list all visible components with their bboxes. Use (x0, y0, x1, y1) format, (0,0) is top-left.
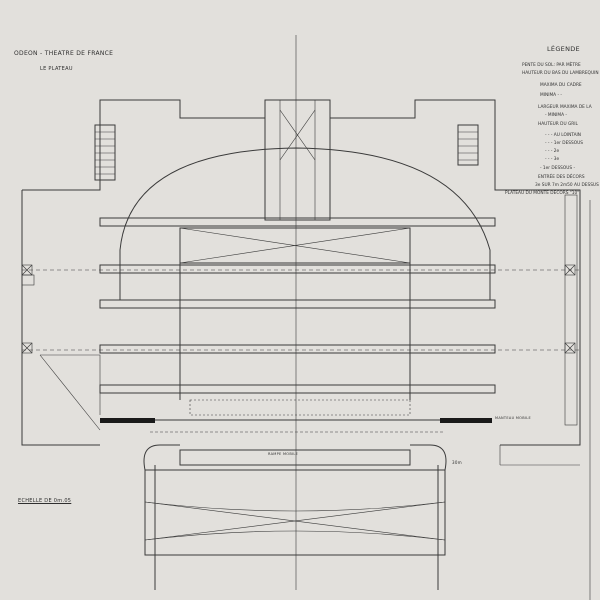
stage-arch (119, 147, 491, 300)
legend-line: ENTRÉE DES DÉCORS (538, 175, 585, 180)
dimension-label: 30m (452, 460, 462, 465)
legend-line: PENTE DU SOL: PAR MÈTRE (522, 63, 581, 68)
drawing-title: ODEON - THEATRE DE FRANCE (14, 50, 114, 57)
legend-line: - 1er DESSOUS - (540, 166, 576, 171)
proscenium-right (440, 418, 492, 423)
stage-bridges (99, 217, 496, 394)
legend-line: - - - 1er DESSOUS (545, 141, 583, 146)
central-shaft (264, 99, 331, 221)
rampe-mobile (179, 449, 411, 466)
manteau-label: MANTEAU MOBILE (495, 416, 532, 420)
proscenium-left (100, 418, 155, 423)
side-boxes (21, 264, 576, 354)
legend-line: PLATEAU DU MONTE DÉCORS "10" (505, 191, 580, 196)
right-staircase (457, 124, 479, 166)
scale-note: ECHELLE DE 0m.05 (18, 498, 72, 504)
legend-line: MAXIMA DU CADRE (540, 83, 582, 88)
legend-line: MINIMA - - (540, 93, 562, 98)
orchestra-pit (144, 469, 446, 556)
legend-line: - MINIMA - (545, 113, 567, 118)
legend-line: LARGEUR MAXIMA DE LA (538, 105, 592, 110)
outer-wall-left (21, 190, 100, 446)
legend-line: - - - 2e (545, 149, 560, 154)
legend-line: - - - AU LOINTAIN (545, 133, 582, 138)
drawing-subtitle: LE PLATEAU (40, 66, 73, 72)
legend-line: 3e SUR 7m 2m50 AU DESSUS (535, 183, 599, 188)
legend-line: HAUTEUR DU BAS DU LAMBREQUIN (522, 71, 599, 76)
rampe-label: RAMPE MOBILE (268, 452, 299, 456)
legend-heading: LÉGENDE (547, 45, 580, 53)
legend-line: - - - 3e (545, 157, 560, 162)
legend-line: HAUTEUR DU GRIL (538, 122, 578, 127)
left-staircase (94, 124, 116, 181)
